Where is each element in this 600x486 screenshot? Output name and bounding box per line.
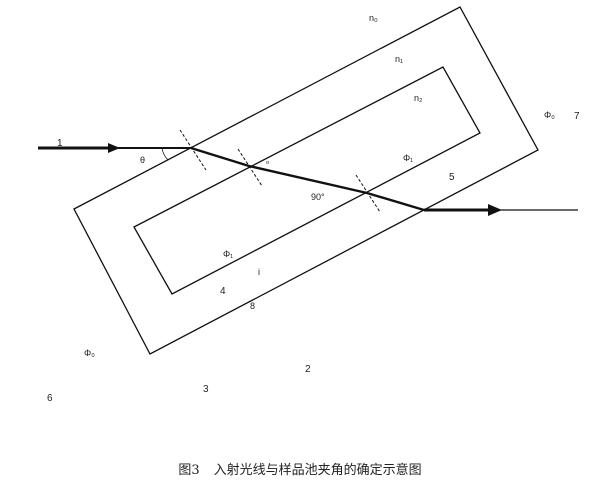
label-n0: n₀ [369,13,378,23]
label-phi1-upper: Φ₁ [403,153,413,163]
incident-arrowhead [108,143,120,153]
refracted-beam [190,146,425,212]
label-num-3: 3 [203,384,209,395]
label-num-2: 2 [305,364,311,375]
label-num-7: 7 [574,111,580,122]
label-num-8: 8 [250,301,255,311]
figure-caption: 图3 入射光线与样品池夹角的确定示意图 [0,459,600,478]
exit-arrowhead [488,204,502,216]
label-n1: n₁ [395,54,403,64]
label-phi1-lower: Φ₁ [223,249,233,259]
label-theta: θ [140,155,145,165]
label-num-1: 1 [57,138,63,149]
inner-sample-boundary [133,66,481,295]
normal-line-inner-exit [355,174,381,213]
label-num-6: 6 [47,393,53,404]
label-n2: n₂ [414,93,423,103]
label-num-5: 5 [449,172,455,183]
label-num-4: 4 [220,286,226,297]
label-phi0-right: Φ₀ [544,110,555,120]
label-phi0-left: Φ₀ [84,348,95,358]
angle-arc-theta [161,147,169,161]
outer-cell-boundary [73,6,539,355]
label-i: i [258,267,260,277]
figure-title: 入射光线与样品池夹角的确定示意图 [213,463,422,478]
normal-line-inner-entry [237,148,263,187]
figure-number: 图3 [178,463,200,478]
label-right-angle: 90° [311,192,325,202]
normal-line-entry [179,129,207,171]
label-alpha: α [266,160,269,166]
